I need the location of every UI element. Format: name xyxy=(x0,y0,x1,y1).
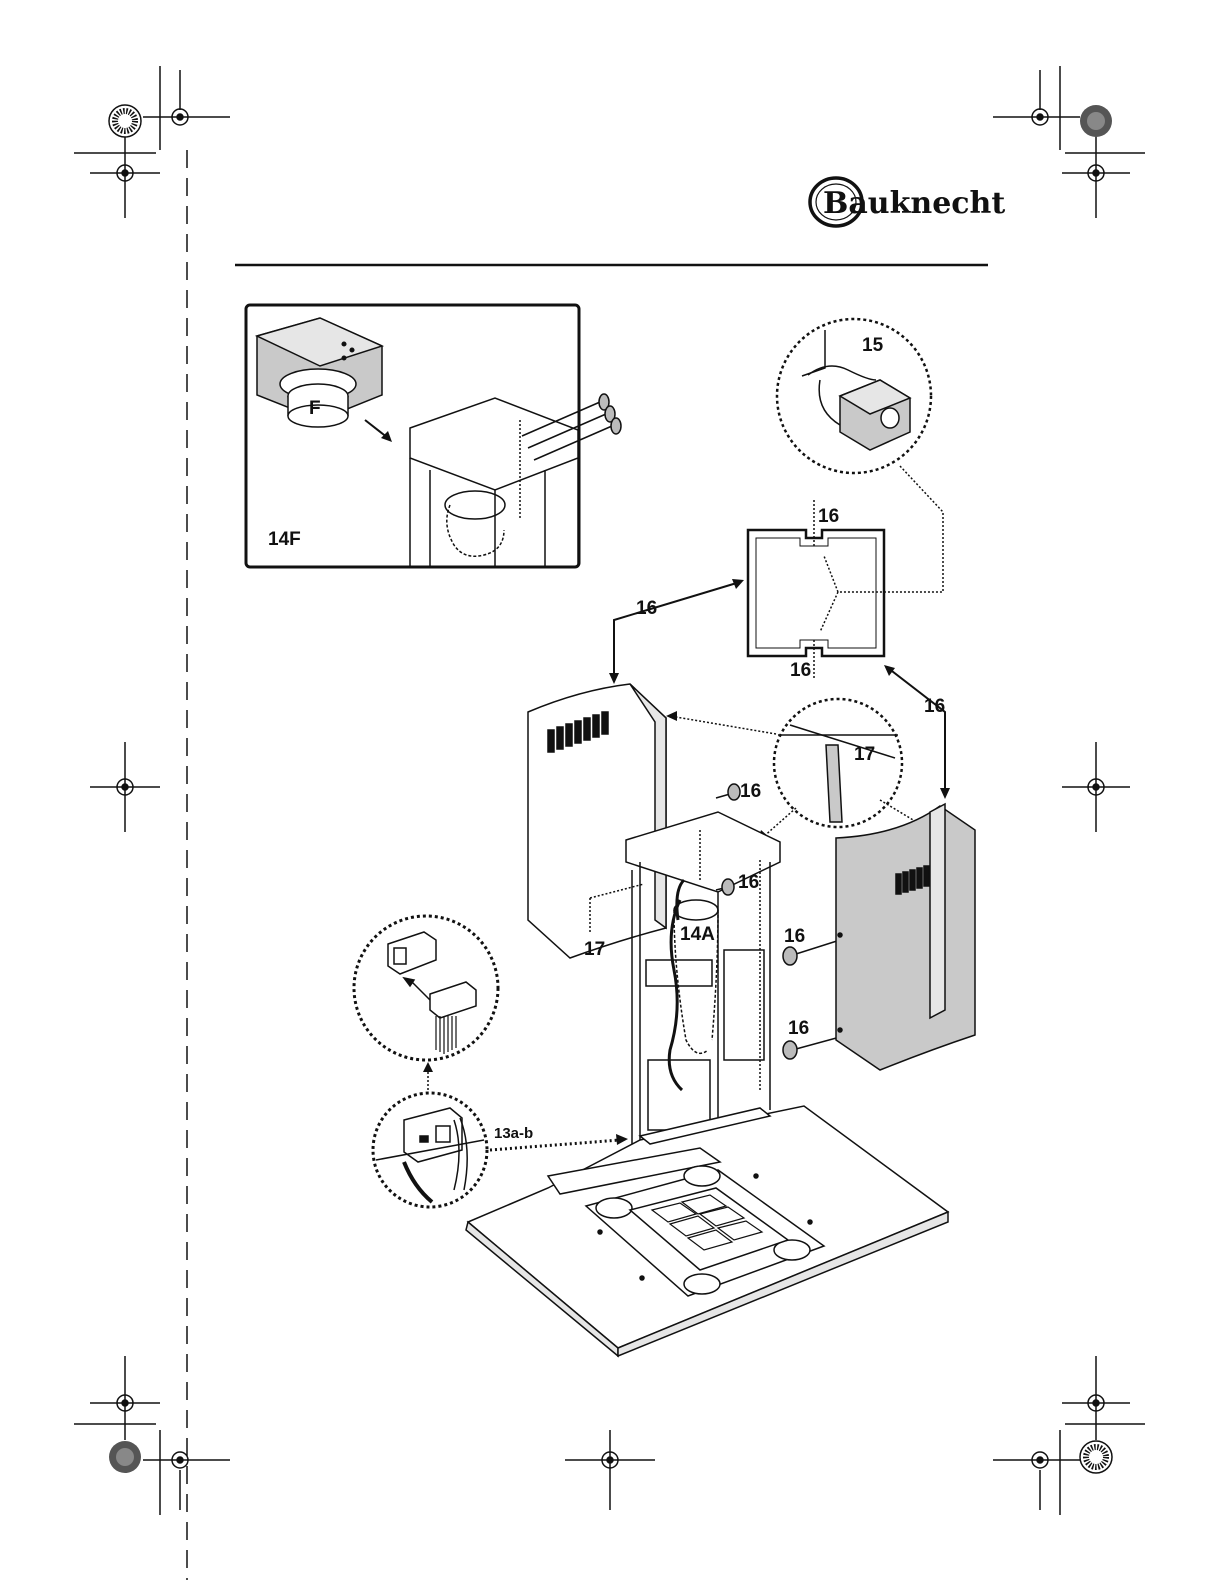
label-13ab: 13a-b xyxy=(494,1125,533,1142)
callout-17-left: 17 xyxy=(584,939,605,960)
inset-label-14F: 14F xyxy=(268,529,301,550)
detail-15: 15 xyxy=(777,319,943,592)
connector-detail xyxy=(354,916,498,1092)
brand-name: Bauknecht xyxy=(823,186,1005,221)
callout-16-screw-r1: 16 xyxy=(784,926,805,947)
label-14A: 14A xyxy=(680,924,715,945)
top-view-outline xyxy=(748,500,884,680)
callout-15: 15 xyxy=(862,335,884,356)
inset-14F: F 14F xyxy=(246,305,621,567)
right-cover-panel xyxy=(836,804,975,1070)
hood-canopy xyxy=(466,1106,948,1356)
callout-16-screw-top: 16 xyxy=(740,781,761,802)
brand-logo: Bauknecht xyxy=(810,178,1005,226)
callout-16-screw-mid: 16 xyxy=(738,872,759,893)
left-cover-panel xyxy=(528,684,666,958)
filter-label-F: F xyxy=(309,398,321,419)
callout-16-screw-r2: 16 xyxy=(788,1018,809,1039)
callout-16-right: 16 xyxy=(924,696,945,717)
callout-16-left: 16 xyxy=(636,598,657,619)
callout-17-detail: 17 xyxy=(854,744,875,765)
arrow-left-panel xyxy=(614,582,740,680)
central-frame xyxy=(626,812,780,1150)
callout-16-top: 16 xyxy=(818,506,839,527)
callout-16-bottom: 16 xyxy=(790,660,811,681)
